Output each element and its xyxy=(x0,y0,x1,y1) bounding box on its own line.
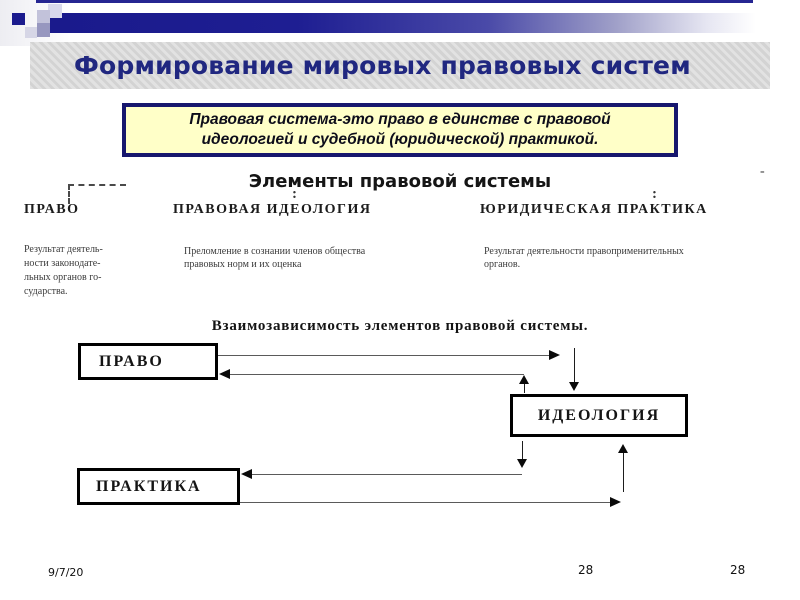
diagram-heading: Элементы правовой системы xyxy=(248,171,552,192)
column-description-ideologiya: Преломление в сознании членов общества п… xyxy=(184,246,366,270)
arrow-line-up-from-ideologiya xyxy=(524,384,525,393)
arrowhead-right-icon xyxy=(610,497,621,507)
definition-text: Правовая система-это право в единстве с … xyxy=(189,110,611,148)
arrowhead-up-icon xyxy=(618,444,628,453)
dotted-connector: : xyxy=(292,186,297,202)
arrowhead-down-icon xyxy=(569,382,579,391)
arrowhead-up-icon xyxy=(519,375,529,384)
dashed-bracket-horizontal xyxy=(68,184,126,186)
column-header-pravo: ПРАВО xyxy=(24,202,80,217)
arrow-line-down-from-ideologiya xyxy=(522,441,523,459)
node-praktika-label: ПРАКТИКА xyxy=(96,477,202,495)
page-number: 28 xyxy=(578,563,594,577)
column-description-pravo: Результат деятель- ности законодате- льн… xyxy=(24,244,103,297)
page-number: 28 xyxy=(730,563,746,577)
arrow-line-pravo-to-ideologiya xyxy=(218,355,549,356)
arrow-line-down-into-ideologiya xyxy=(574,348,575,382)
node-praktika: ПРАКТИКА xyxy=(77,468,240,505)
node-ideologiya-label: ИДЕОЛОГИЯ xyxy=(537,406,661,424)
column-header-praktika: ЮРИДИЧЕСКАЯ ПРАКТИКА xyxy=(480,202,708,217)
slide-title: Формирование мировых правовых систем xyxy=(74,51,691,80)
title-banner: Формирование мировых правовых систем xyxy=(30,42,770,89)
column-description-praktika: Результат деятельности правоприменительн… xyxy=(484,246,684,270)
arrowhead-right-icon xyxy=(549,350,560,360)
diagram-subheading: Взаимозависимость элементов правовой сис… xyxy=(211,318,589,334)
top-rule xyxy=(36,0,753,3)
column-header-ideologiya: ПРАВОВАЯ ИДЕОЛОГИЯ xyxy=(173,202,372,217)
decor-square xyxy=(48,4,62,18)
arrowhead-down-icon xyxy=(517,459,527,468)
node-ideologiya: ИДЕОЛОГИЯ xyxy=(510,394,688,437)
node-pravo-label: ПРАВО xyxy=(99,352,164,370)
node-pravo: ПРАВО xyxy=(78,343,218,380)
decor-square xyxy=(12,13,25,25)
decor-square xyxy=(37,23,50,37)
arrow-line-ideologiya-to-praktika xyxy=(252,474,522,475)
dashed-bracket-vertical xyxy=(68,184,70,204)
slide-date: 9/7/20 xyxy=(48,566,84,579)
decor-square xyxy=(25,27,37,38)
header-gradient-bar xyxy=(50,13,756,33)
arrow-line-ideologiya-to-pravo xyxy=(230,374,524,375)
decor-square xyxy=(37,10,50,23)
arrow-line-praktika-to-ideologiya xyxy=(240,502,610,503)
dotted-connector: : xyxy=(652,186,657,202)
stray-dash: - xyxy=(760,164,765,179)
definition-callout: Правовая система-это право в единстве с … xyxy=(122,103,678,157)
arrow-line-up-into-ideologiya xyxy=(623,453,624,492)
arrowhead-left-icon xyxy=(241,469,252,479)
arrowhead-left-icon xyxy=(219,369,230,379)
